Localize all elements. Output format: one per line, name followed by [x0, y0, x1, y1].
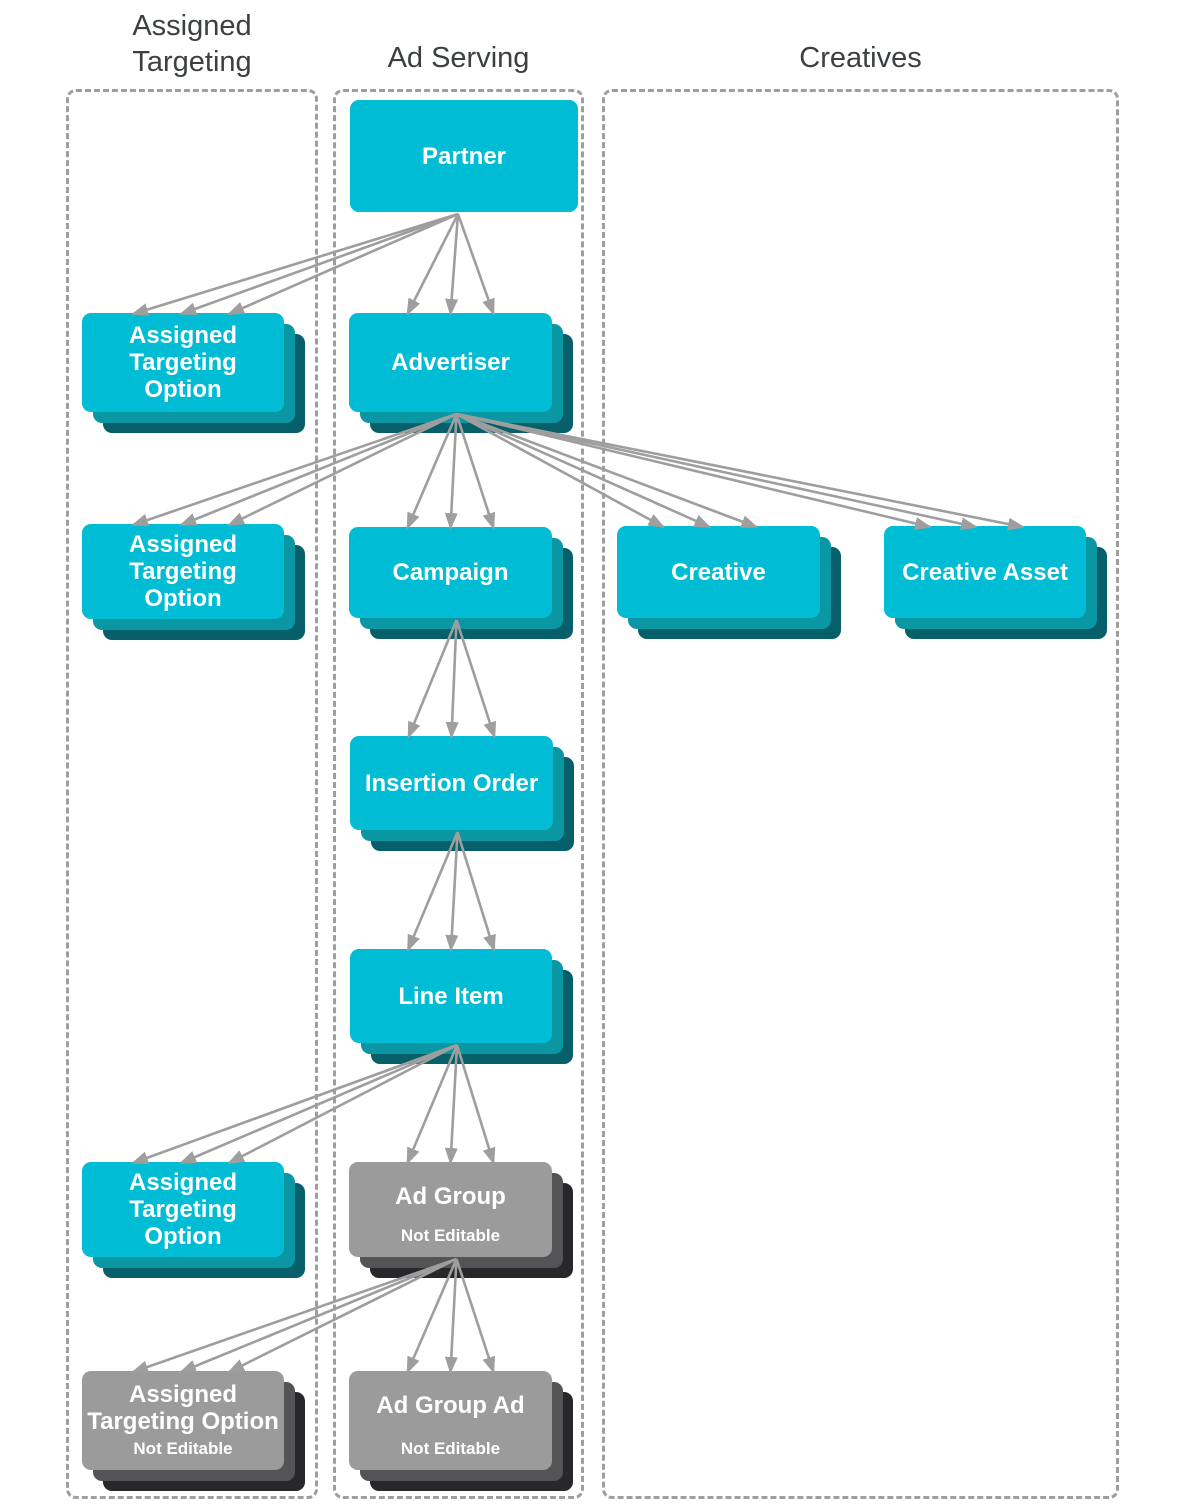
node-creative-asset: Creative Asset	[884, 526, 1107, 639]
node-label: Line Item	[398, 982, 504, 1010]
node-ato-advertiser: Assigned Targeting Option	[82, 524, 305, 640]
stack-layer-front: Campaign	[349, 527, 552, 618]
node-label: Insertion Order	[364, 769, 539, 797]
column-header-ad-serving: Ad Serving	[387, 42, 530, 74]
stack-layer-front: Line Item	[350, 949, 552, 1043]
node-label: Ad Group Ad	[376, 1392, 525, 1419]
node-ato-ad-group: Assigned Targeting Option Not Editable	[82, 1371, 305, 1491]
node-sublabel: Not Editable	[133, 1439, 233, 1458]
column-creatives	[602, 89, 1119, 1499]
node-ato-line-item: Assigned Targeting Option	[82, 1162, 305, 1278]
stack-layer-front: Assigned Targeting Option	[82, 1162, 284, 1257]
node-label: Assigned Targeting Option	[128, 531, 238, 612]
column-ad-serving	[333, 89, 584, 1499]
stack-layer-front: Assigned Targeting Option	[82, 313, 284, 412]
stack-layer-front: Creative	[617, 526, 820, 618]
column-header-assigned-targeting: Assigned Targeting	[132, 10, 252, 78]
node-label: Ad Group	[395, 1183, 506, 1210]
stack-layer-front: Assigned Targeting Option Not Editable	[82, 1371, 284, 1470]
node-line-item: Line Item	[350, 949, 573, 1064]
node-creative: Creative	[617, 526, 841, 639]
column-assigned-targeting	[66, 89, 318, 1499]
column-header-creatives: Creatives	[799, 42, 922, 74]
stack-layer-front: Ad Group Ad Not Editable	[349, 1371, 552, 1470]
node-sublabel: Not Editable	[400, 1226, 501, 1245]
node-label: Creative	[671, 558, 766, 586]
stack-layer-front: Assigned Targeting Option	[82, 524, 284, 619]
node-campaign: Campaign	[349, 527, 573, 639]
stack-layer-front: Advertiser	[349, 313, 552, 412]
node-label: Campaign	[392, 559, 509, 586]
node-ad-group-ad: Ad Group Ad Not Editable	[349, 1371, 573, 1491]
stack-layer-front: Insertion Order	[350, 736, 553, 830]
node-label: Creative Asset	[902, 558, 1068, 586]
node-partner: Partner	[350, 100, 578, 212]
node-label: Partner	[421, 142, 507, 170]
node-insertion-order: Insertion Order	[350, 736, 574, 851]
stack-layer-front: Partner	[350, 100, 578, 212]
node-advertiser: Advertiser	[349, 313, 573, 433]
node-ad-group: Ad Group Not Editable	[349, 1162, 573, 1278]
node-ato-partner: Assigned Targeting Option	[82, 313, 305, 433]
node-label: Advertiser	[391, 349, 510, 376]
node-label: Assigned Targeting Option	[128, 322, 238, 403]
node-label: Assigned Targeting Option	[128, 1169, 238, 1250]
stack-layer-front: Creative Asset	[884, 526, 1086, 618]
node-label: Assigned Targeting Option	[87, 1381, 279, 1435]
stack-layer-front: Ad Group Not Editable	[349, 1162, 552, 1257]
node-sublabel: Not Editable	[400, 1439, 501, 1458]
